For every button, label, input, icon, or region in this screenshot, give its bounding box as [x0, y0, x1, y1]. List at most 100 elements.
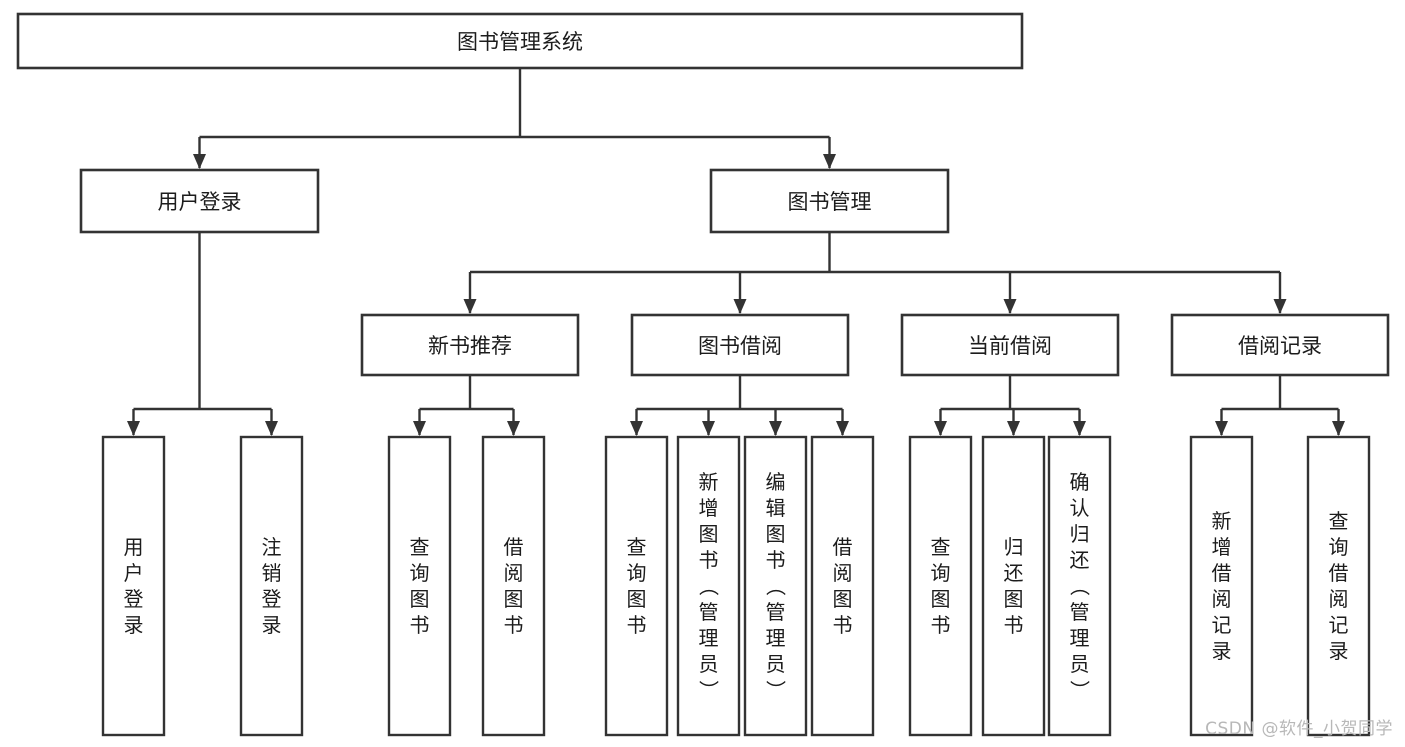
svg-text:查: 查 [410, 535, 430, 559]
svg-text:员: 员 [766, 652, 786, 676]
svg-text:记: 记 [1329, 613, 1349, 637]
arrow-head-icon [463, 299, 477, 314]
node-leaf-borrow-book-1-rect [481, 435, 546, 737]
svg-text:书: 书 [766, 548, 786, 572]
node-root-label: 图书管理系统 [457, 30, 583, 54]
svg-text:新: 新 [699, 470, 719, 494]
node-root[interactable]: 图书管理系统 [16, 12, 1024, 70]
arrow-head-icon [769, 421, 782, 436]
svg-text:借: 借 [504, 535, 524, 559]
arrow-head-icon [1215, 421, 1228, 436]
arrow-head-icon [702, 421, 715, 436]
arrow-head-icon [507, 421, 520, 436]
svg-text:借: 借 [1212, 561, 1232, 585]
svg-text:）: ） [697, 680, 721, 700]
connector-edges [127, 68, 1345, 436]
svg-text:图: 图 [1004, 587, 1024, 611]
svg-text:记: 记 [1212, 613, 1232, 637]
svg-text:（: （ [1068, 576, 1092, 596]
arrow-head-icon [1273, 299, 1287, 314]
svg-text:）: ） [1068, 680, 1092, 700]
svg-text:图: 图 [504, 587, 524, 611]
node-leaf-add-borrow-record-rect [1189, 435, 1254, 737]
node-current-borrow-label: 当前借阅 [968, 334, 1052, 358]
node-user-login-rect [79, 168, 320, 234]
arrow-head-icon [934, 421, 947, 436]
svg-text:管: 管 [766, 600, 786, 624]
svg-text:借: 借 [1329, 561, 1349, 585]
arrow-head-icon [1332, 421, 1345, 436]
arrow-head-icon [127, 421, 140, 436]
svg-text:还: 还 [1004, 561, 1024, 585]
svg-text:图: 图 [766, 522, 786, 546]
node-book-management-label: 图书管理 [788, 190, 872, 214]
node-new-book-recommend-rect [360, 313, 580, 377]
svg-text:录: 录 [124, 613, 144, 637]
svg-text:书: 书 [1004, 613, 1024, 637]
arrow-head-icon [1007, 421, 1020, 436]
node-leaf-user-login[interactable]: 用户登录 [101, 435, 166, 737]
node-book-management-rect [709, 168, 950, 234]
node-current-borrow[interactable]: 当前借阅 [900, 313, 1120, 377]
node-new-book-recommend[interactable]: 新书推荐 [360, 313, 580, 377]
node-book-management[interactable]: 图书管理 [709, 168, 950, 234]
arrow-head-icon [836, 421, 849, 436]
svg-text:）: ） [764, 680, 788, 700]
svg-text:询: 询 [931, 561, 951, 585]
svg-text:注: 注 [262, 535, 282, 559]
arrow-head-icon [265, 421, 278, 436]
node-book-borrow-rect [630, 313, 850, 377]
svg-text:还: 还 [1070, 548, 1090, 572]
arrow-head-icon [1073, 421, 1086, 436]
svg-text:辑: 辑 [766, 496, 786, 520]
svg-text:录: 录 [262, 613, 282, 637]
svg-text:图: 图 [833, 587, 853, 611]
svg-text:询: 询 [627, 561, 647, 585]
svg-text:员: 员 [1070, 652, 1090, 676]
node-borrow-record[interactable]: 借阅记录 [1170, 313, 1390, 377]
node-book-borrow-label: 图书借阅 [698, 334, 782, 358]
svg-text:阅: 阅 [504, 561, 524, 585]
svg-text:员: 员 [699, 652, 719, 676]
svg-text:管: 管 [699, 600, 719, 624]
svg-text:（: （ [697, 576, 721, 596]
node-leaf-user-login-rect [101, 435, 166, 737]
svg-text:图: 图 [931, 587, 951, 611]
svg-text:用: 用 [124, 535, 144, 559]
svg-text:户: 户 [124, 561, 144, 585]
svg-text:图: 图 [410, 587, 430, 611]
arrow-head-icon [823, 154, 836, 169]
node-user-login[interactable]: 用户登录 [79, 168, 320, 234]
arrow-head-icon [413, 421, 426, 436]
svg-text:登: 登 [124, 587, 144, 611]
svg-text:编: 编 [766, 470, 786, 494]
svg-text:书: 书 [833, 613, 853, 637]
svg-text:增: 增 [699, 496, 719, 520]
node-leaf-query-book-1-rect [387, 435, 452, 737]
node-book-borrow[interactable]: 图书借阅 [630, 313, 850, 377]
svg-text:书: 书 [504, 613, 524, 637]
node-leaf-query-borrow-record-rect [1306, 435, 1371, 737]
